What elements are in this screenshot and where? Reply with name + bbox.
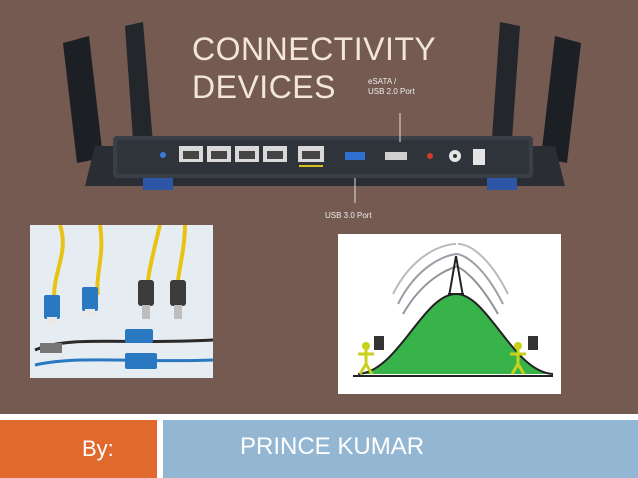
wireless-signal-image [338,234,561,394]
slide-title-line2: DEVICES [192,69,336,105]
fiber-cables-image [30,225,213,378]
by-label: By: [82,436,114,461]
footer-right-bar [163,420,638,478]
esata-port-label-line2: USB 2.0 Port [368,87,415,96]
slide-title-line1: CONNECTIVITY [192,31,437,67]
esata-port-label: eSATA / USB 2.0 Port [368,77,415,97]
router-image [55,18,590,218]
footer-left-bar [0,420,157,478]
esata-port-label-line1: eSATA / [368,77,397,86]
usb3-port-label: USB 3.0 Port [325,211,372,220]
slide-title: CONNECTIVITY DEVICES [192,30,436,106]
author-name: PRINCE KUMAR [240,433,425,460]
